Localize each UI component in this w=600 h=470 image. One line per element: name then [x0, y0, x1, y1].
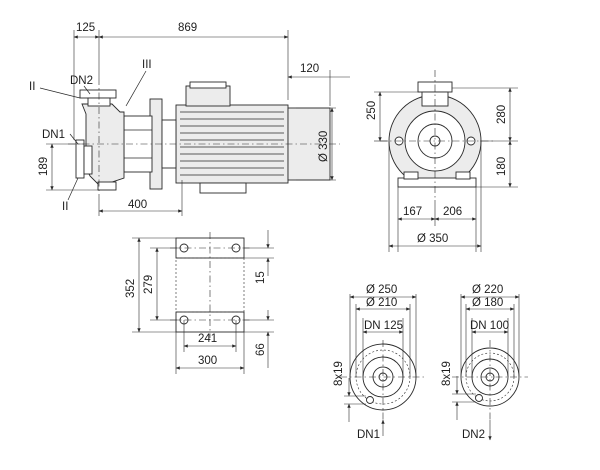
motor-foot — [199, 182, 247, 194]
flange-dn2: Ø 220 Ø 180 DN 100 8x19 DN2 — [441, 284, 528, 441]
end-view-base — [397, 177, 477, 188]
dim-206: 206 — [443, 206, 462, 218]
dim-869: 869 — [178, 22, 197, 34]
dim-120: 120 — [300, 63, 319, 75]
end-view: 250 280 180 167 206 Ø 350 — [366, 70, 518, 252]
dim-330: Ø 330 — [318, 131, 330, 162]
flange-dn1-label: DN1 — [357, 429, 380, 441]
label-iii: III — [142, 59, 152, 71]
flange-dn2-holes-dim: 8x19 — [441, 361, 453, 386]
flange-dn1-outer-dim: Ø 250 — [366, 284, 397, 296]
label-ii-bottom: II — [62, 201, 68, 213]
dim-352: 352 — [125, 279, 137, 298]
flange-dn1-pitch-dim: Ø 210 — [366, 297, 397, 309]
suction-flange — [75, 139, 85, 179]
dim-180-end: 180 — [496, 157, 508, 176]
flange-dn1-bore-dim: DN 125 — [364, 320, 403, 332]
dim-66: 66 — [255, 343, 267, 356]
dim-189: 189 — [38, 157, 50, 176]
flange-dn2-bore-dim: DN 100 — [470, 320, 509, 332]
label-ii-top: II — [29, 81, 35, 93]
dim-250-end: 250 — [366, 101, 378, 120]
flange-dn2-label: DN2 — [462, 429, 485, 441]
dim-167: 167 — [403, 206, 422, 218]
side-view: 125 869 120 Ø 330 189 400 II DN2 III DN1… — [29, 22, 350, 216]
flange-dn2-pitch-dim: Ø 180 — [472, 297, 503, 309]
flange-dn2-outer-dim: Ø 220 — [472, 284, 503, 296]
dim-279: 279 — [143, 275, 155, 294]
dim-125: 125 — [76, 22, 95, 34]
dim-400: 400 — [128, 199, 147, 211]
dim-280: 280 — [496, 105, 508, 124]
dim-241: 241 — [198, 333, 217, 345]
dim-350: Ø 350 — [417, 233, 448, 245]
discharge-flange — [79, 89, 117, 99]
base-plan: 352 279 15 66 241 300 — [125, 230, 274, 374]
terminal-box-lid — [189, 81, 227, 89]
motor-fins — [180, 111, 284, 176]
flange-dn1-holes-dim: 8x19 — [333, 361, 345, 386]
label-dn1: DN1 — [42, 129, 65, 141]
label-dn2: DN2 — [70, 75, 93, 87]
dim-300: 300 — [198, 355, 217, 367]
terminal-box — [185, 85, 231, 107]
flange-dn1: Ø 250 Ø 210 DN 125 8x19 DN1 — [333, 284, 426, 441]
dim-15: 15 — [255, 271, 267, 284]
pump-foot — [97, 181, 117, 191]
